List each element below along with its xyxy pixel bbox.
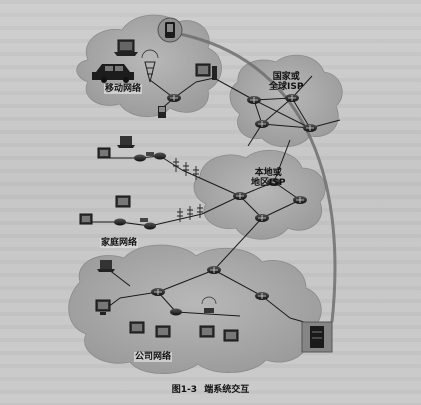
home-network-label: 家庭网络 xyxy=(100,238,139,248)
desktop-pc-icon xyxy=(155,325,171,338)
desktop-pc-icon xyxy=(79,213,93,225)
modem-icon xyxy=(140,152,154,222)
desktop-pc-icon xyxy=(223,329,239,342)
router xyxy=(154,152,166,160)
router xyxy=(207,266,221,274)
router xyxy=(267,178,281,186)
router xyxy=(144,222,156,230)
regional-isp-cloud xyxy=(193,149,326,240)
wireless-access-point-icon xyxy=(201,296,217,313)
cell-tower-icon xyxy=(141,49,159,83)
mobile-devices xyxy=(92,17,217,118)
router xyxy=(255,120,269,128)
router xyxy=(303,124,317,132)
regional-isp-label-line1: 本地或 xyxy=(254,168,282,178)
home-devices xyxy=(79,136,154,225)
national-isp-label: 国家或 全球ISP xyxy=(268,72,304,92)
router xyxy=(170,308,182,316)
router xyxy=(285,94,299,102)
desktop-pc-icon xyxy=(97,147,111,159)
national-isp-label-line1: 国家或 xyxy=(272,72,300,82)
handheld-icon xyxy=(158,106,166,118)
national-isp-cloud xyxy=(229,54,343,148)
national-isp-label-line2: 全球ISP xyxy=(269,82,304,92)
router xyxy=(114,218,126,226)
regional-isp-label: 本地或 地区ISP xyxy=(250,168,286,188)
regional-isp-label-line2: 地区ISP xyxy=(251,178,286,188)
figure-number: 图1-3 xyxy=(171,385,198,395)
transmission-towers xyxy=(173,158,203,222)
router xyxy=(255,292,269,300)
server-icon xyxy=(301,321,333,353)
router xyxy=(293,196,307,204)
router xyxy=(255,214,269,222)
desktop-pc-icon xyxy=(115,195,131,208)
corporate-network-label: 公司网络 xyxy=(134,352,173,362)
router xyxy=(151,288,165,296)
laptop-icon xyxy=(97,260,115,272)
smartphone-icon xyxy=(157,17,183,43)
laptop-icon xyxy=(114,39,138,56)
desktop-pc-icon xyxy=(129,321,145,334)
car-icon xyxy=(92,64,134,83)
laptop-icon xyxy=(117,136,135,148)
corporate-devices xyxy=(95,260,333,353)
desktop-pc-icon xyxy=(195,63,217,80)
figure-caption: 图1-3 端系统交互 xyxy=(0,382,421,395)
router xyxy=(134,154,146,162)
router xyxy=(167,94,181,102)
router xyxy=(247,96,261,104)
figure-title: 端系统交互 xyxy=(204,385,250,395)
desktop-pc-icon xyxy=(199,325,215,338)
mobile-network-label: 移动网络 xyxy=(104,84,143,94)
routers xyxy=(114,94,317,316)
router xyxy=(233,192,247,200)
desktop-pc-icon xyxy=(95,299,111,315)
